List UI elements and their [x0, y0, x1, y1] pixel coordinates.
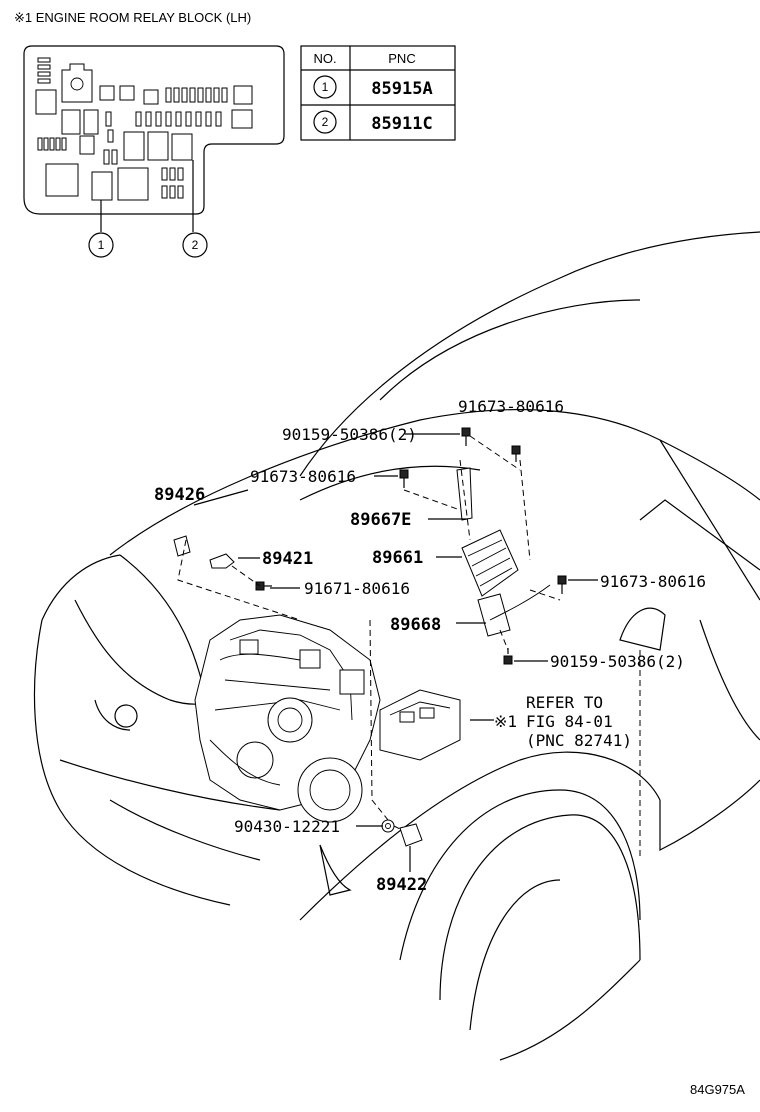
pnc-row-2-no: 2 [322, 115, 329, 129]
relay-block-title: ※1 ENGINE ROOM RELAY BLOCK (LH) [14, 10, 251, 25]
label-refer-line1: REFER TO [526, 693, 603, 712]
label-91673-right: 91673-80616 [600, 572, 706, 591]
pnc-row-1-value: 85915A [371, 79, 432, 99]
svg-text:1: 1 [98, 238, 105, 252]
svg-text:2: 2 [192, 238, 199, 252]
label-90159-top: 90159-50386(2) [282, 425, 417, 444]
pnc-table-header-pnc: PNC [388, 51, 415, 66]
part-labels: 91673-80616 90159-50386(2) 91673-80616 8… [154, 397, 745, 1097]
sensor-89422 [399, 823, 423, 847]
relay-block-outline [23, 45, 285, 215]
label-refer-line3: (PNC 82741) [526, 731, 632, 750]
callout-2: 2 [182, 232, 208, 258]
label-90159-bottom: 90159-50386(2) [550, 652, 685, 671]
engine-assembly [194, 614, 461, 823]
label-89422: 89422 [376, 875, 427, 895]
pnc-row-1-no: 1 [322, 80, 329, 94]
label-90430: 90430-12221 [234, 817, 340, 836]
vehicle-body-outline [33, 231, 760, 1061]
leader-lines [177, 433, 598, 872]
label-refer-mark: ※1 [494, 712, 517, 731]
figure-code: 84G975A [690, 1082, 745, 1097]
relay-block-inset: ※1 ENGINE ROOM RELAY BLOCK (LH) [14, 10, 285, 258]
label-91671: 91671-80616 [304, 579, 410, 598]
gasket-90430 [381, 819, 395, 833]
label-91673-top: 91673-80616 [458, 397, 564, 416]
label-89661: 89661 [372, 548, 423, 568]
pnc-table: NO. PNC 1 85915A 2 85911C [300, 45, 456, 141]
label-89421: 89421 [262, 549, 313, 569]
pnc-row-2-value: 85911C [371, 114, 432, 134]
bracket-89426 [173, 535, 191, 557]
callout-1: 1 [88, 232, 114, 258]
sensor-89421 [209, 553, 235, 569]
ecu-assembly [456, 467, 551, 637]
label-91673-left: 91673-80616 [250, 467, 356, 486]
pnc-table-header-no: NO. [313, 51, 336, 66]
label-89667e: 89667E [350, 510, 411, 530]
label-89426: 89426 [154, 485, 205, 505]
bolts [255, 427, 567, 665]
relay-block-components [35, 57, 253, 201]
label-refer-line2: FIG 84-01 [526, 712, 613, 731]
label-89668: 89668 [390, 615, 441, 635]
